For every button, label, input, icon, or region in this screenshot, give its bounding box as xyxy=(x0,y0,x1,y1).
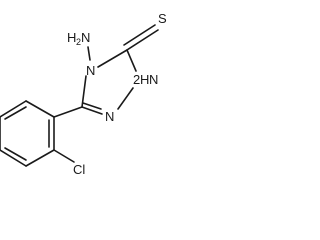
atom-label-amino-h: H xyxy=(67,30,76,45)
atom-label-cl: Cl xyxy=(73,162,85,177)
atom-label-n1-number: 2 xyxy=(133,72,140,87)
bond-ph5-ph6 xyxy=(0,100,27,118)
bond-n1-c5-double xyxy=(82,102,102,110)
atom-label-n1: N xyxy=(149,72,158,87)
bond-c5-n4 xyxy=(81,75,87,108)
bonds xyxy=(0,24,159,167)
bond-ph3-ph4 xyxy=(0,149,27,167)
bond-ph5-ph6-inner xyxy=(4,106,27,120)
atom-label-amino-n: N xyxy=(81,30,90,45)
atom-label-amino-subscript: 2 xyxy=(76,37,81,47)
bond-n2-n1 xyxy=(117,87,134,110)
bond-n1-c5 xyxy=(81,106,103,115)
structure-canvas: H 2 N N S 2 H N N Cl xyxy=(0,0,189,182)
atom-label-n4: N xyxy=(86,63,95,78)
atom-label-s: S xyxy=(158,11,167,26)
bond-c3-n2 xyxy=(126,49,137,72)
bond-n4-c3 xyxy=(97,49,128,68)
bond-c5-phenyl xyxy=(53,106,83,118)
bond-c3-s-double xyxy=(123,24,156,46)
bond-ph2-cl xyxy=(53,149,75,163)
molecule-structure: H 2 N N S 2 H N N Cl xyxy=(0,11,167,177)
bond-ph2-ph3 xyxy=(25,149,55,167)
atom-label-n1-h: H xyxy=(140,72,149,87)
bond-ph6-ph1 xyxy=(25,100,55,118)
bond-ph3-ph4-inner xyxy=(4,147,27,161)
atom-label-n2: N xyxy=(105,109,114,124)
atom-labels: H 2 N N S 2 H N N Cl xyxy=(67,11,167,177)
bond-c3-s xyxy=(126,29,159,51)
bond-nh2-n4 xyxy=(87,46,91,61)
